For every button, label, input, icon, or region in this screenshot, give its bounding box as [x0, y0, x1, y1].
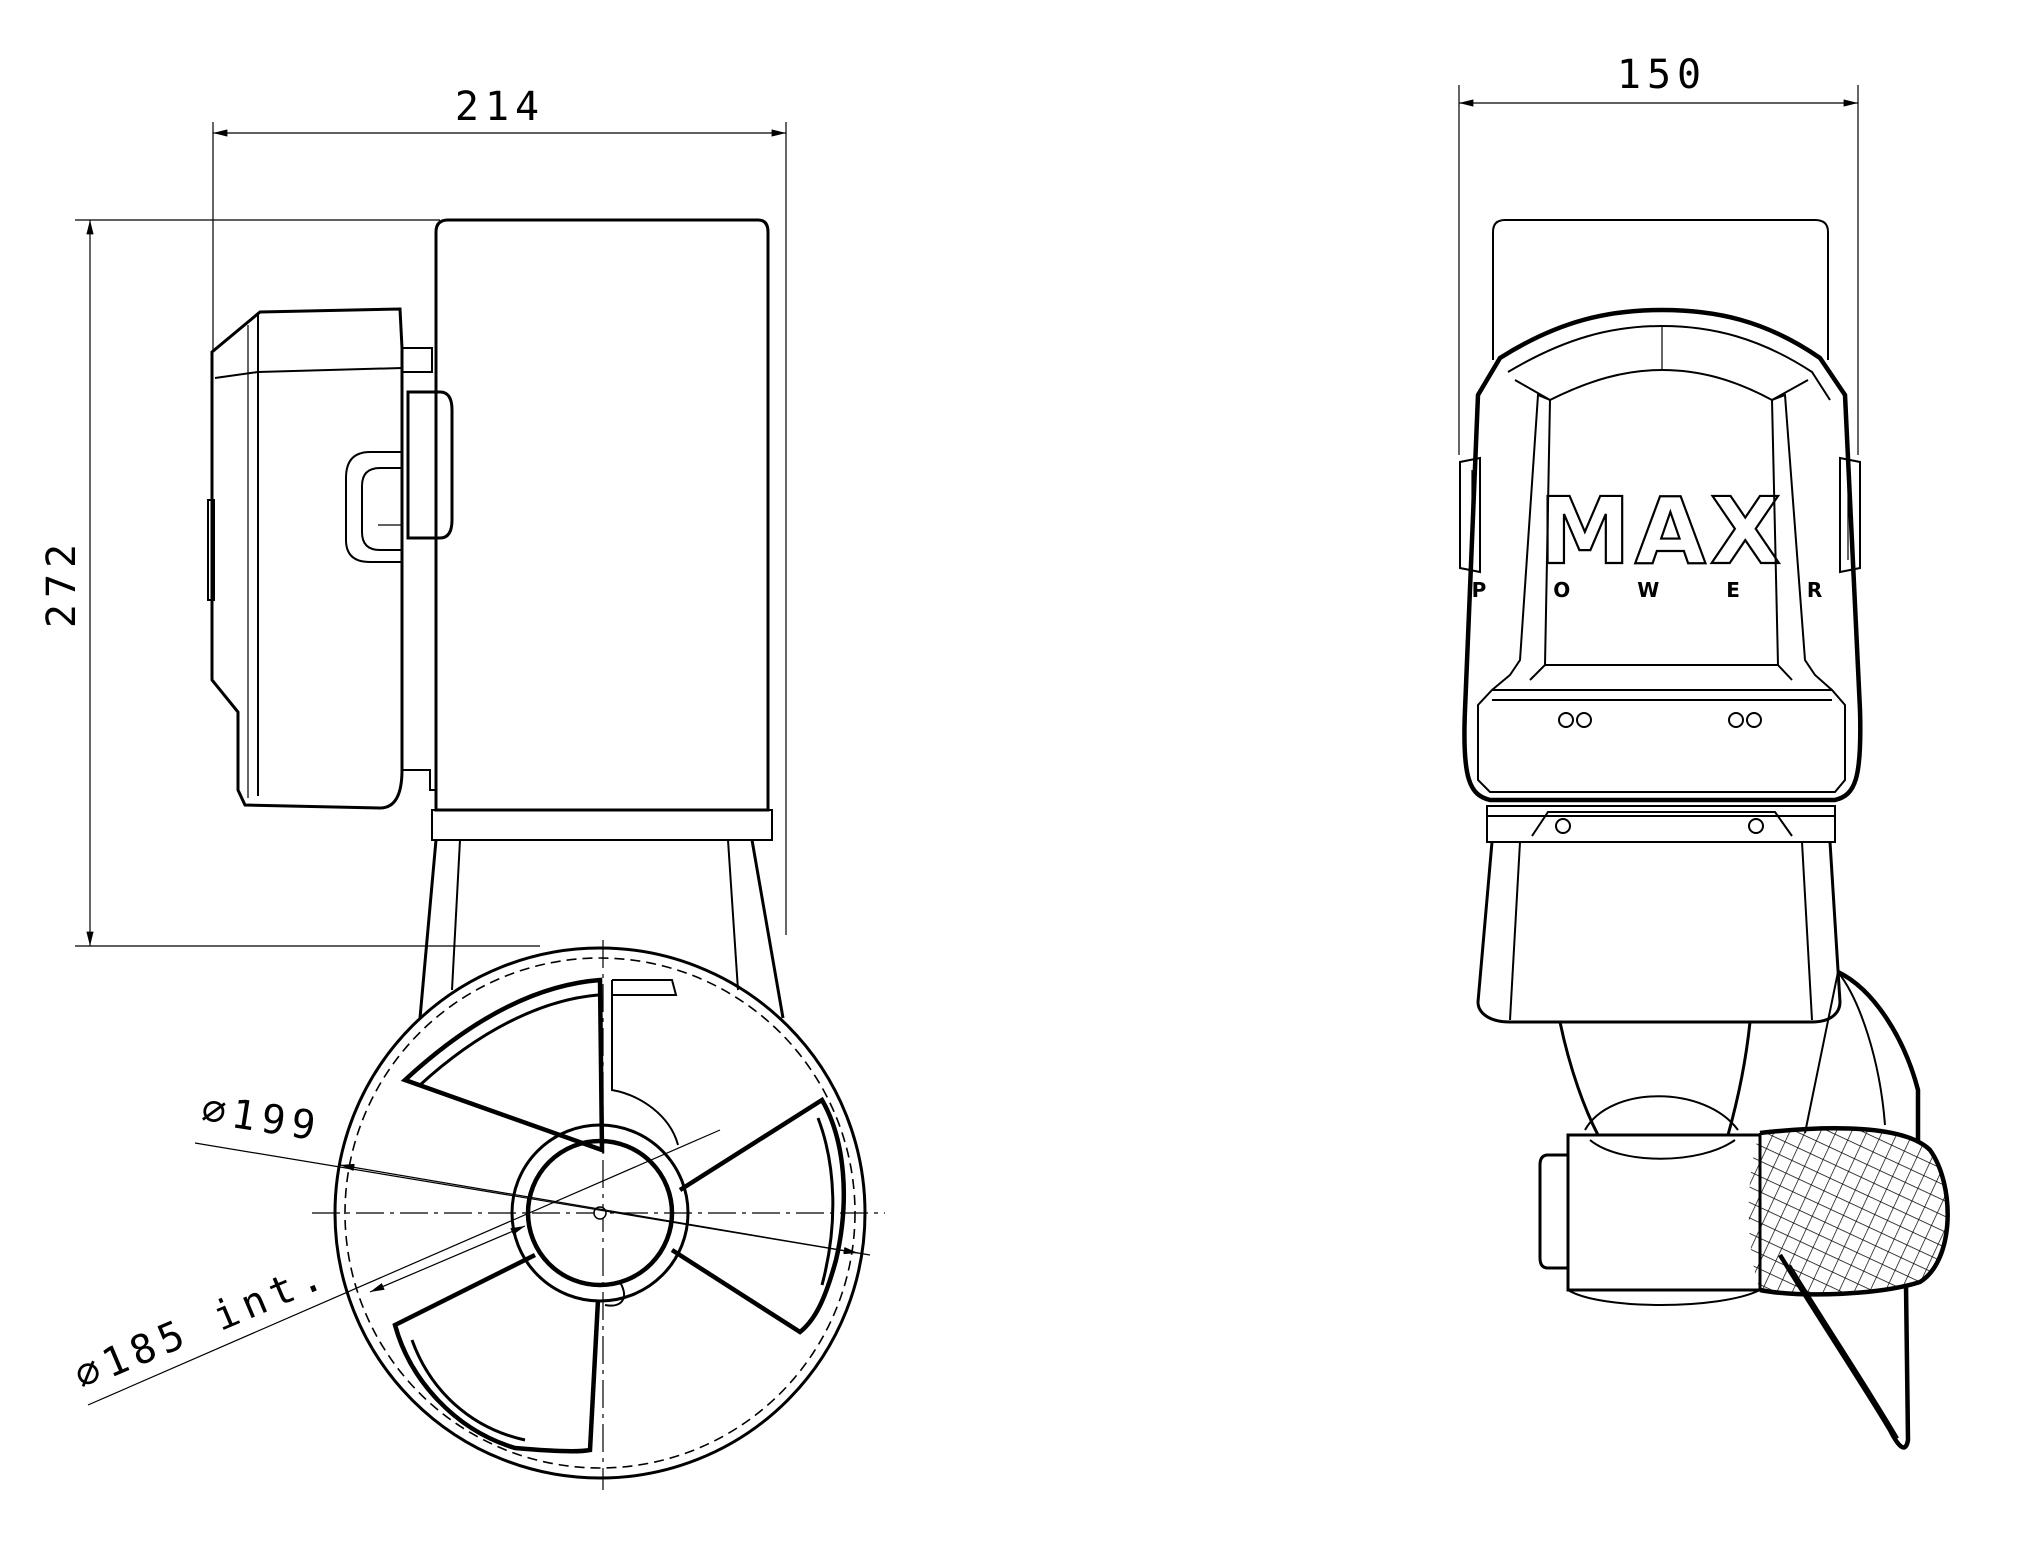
dim-front-width-label: 150 — [1617, 52, 1707, 98]
front-strut — [1476, 841, 1842, 1160]
logo-sub-text: P O W E R — [1472, 578, 1853, 602]
propeller — [392, 977, 847, 1454]
side-view: 214 272 — [39, 84, 885, 1490]
gear-housing — [1538, 1133, 1762, 1306]
logo-main-text: MAX — [1539, 478, 1785, 585]
dim-width-150: 150 — [1458, 52, 1859, 455]
dim-width-label: 214 — [455, 84, 545, 130]
dim-inner-diameter-label: ∅185 int. — [68, 1251, 335, 1399]
max-power-logo: MAX P O W E R — [1472, 477, 1853, 602]
front-propeller — [1778, 969, 1921, 1450]
dim-height-272: 272 — [39, 219, 540, 947]
dim-height-label: 272 — [39, 538, 85, 628]
dim-width-214: 214 — [212, 84, 787, 935]
motor-housing — [431, 218, 773, 841]
dim-diameter-199: ∅199 — [194, 1086, 871, 1256]
front-hub-mesh — [1748, 1126, 1950, 1297]
control-box — [207, 307, 454, 810]
front-base — [1486, 805, 1836, 843]
dim-diameter-185: ∅185 int. — [68, 1129, 721, 1406]
strut — [418, 839, 785, 1019]
front-view: 150 MAX — [1458, 52, 1950, 1450]
dim-outer-diameter-label: ∅199 — [198, 1086, 324, 1150]
control-box-front — [1462, 307, 1863, 803]
